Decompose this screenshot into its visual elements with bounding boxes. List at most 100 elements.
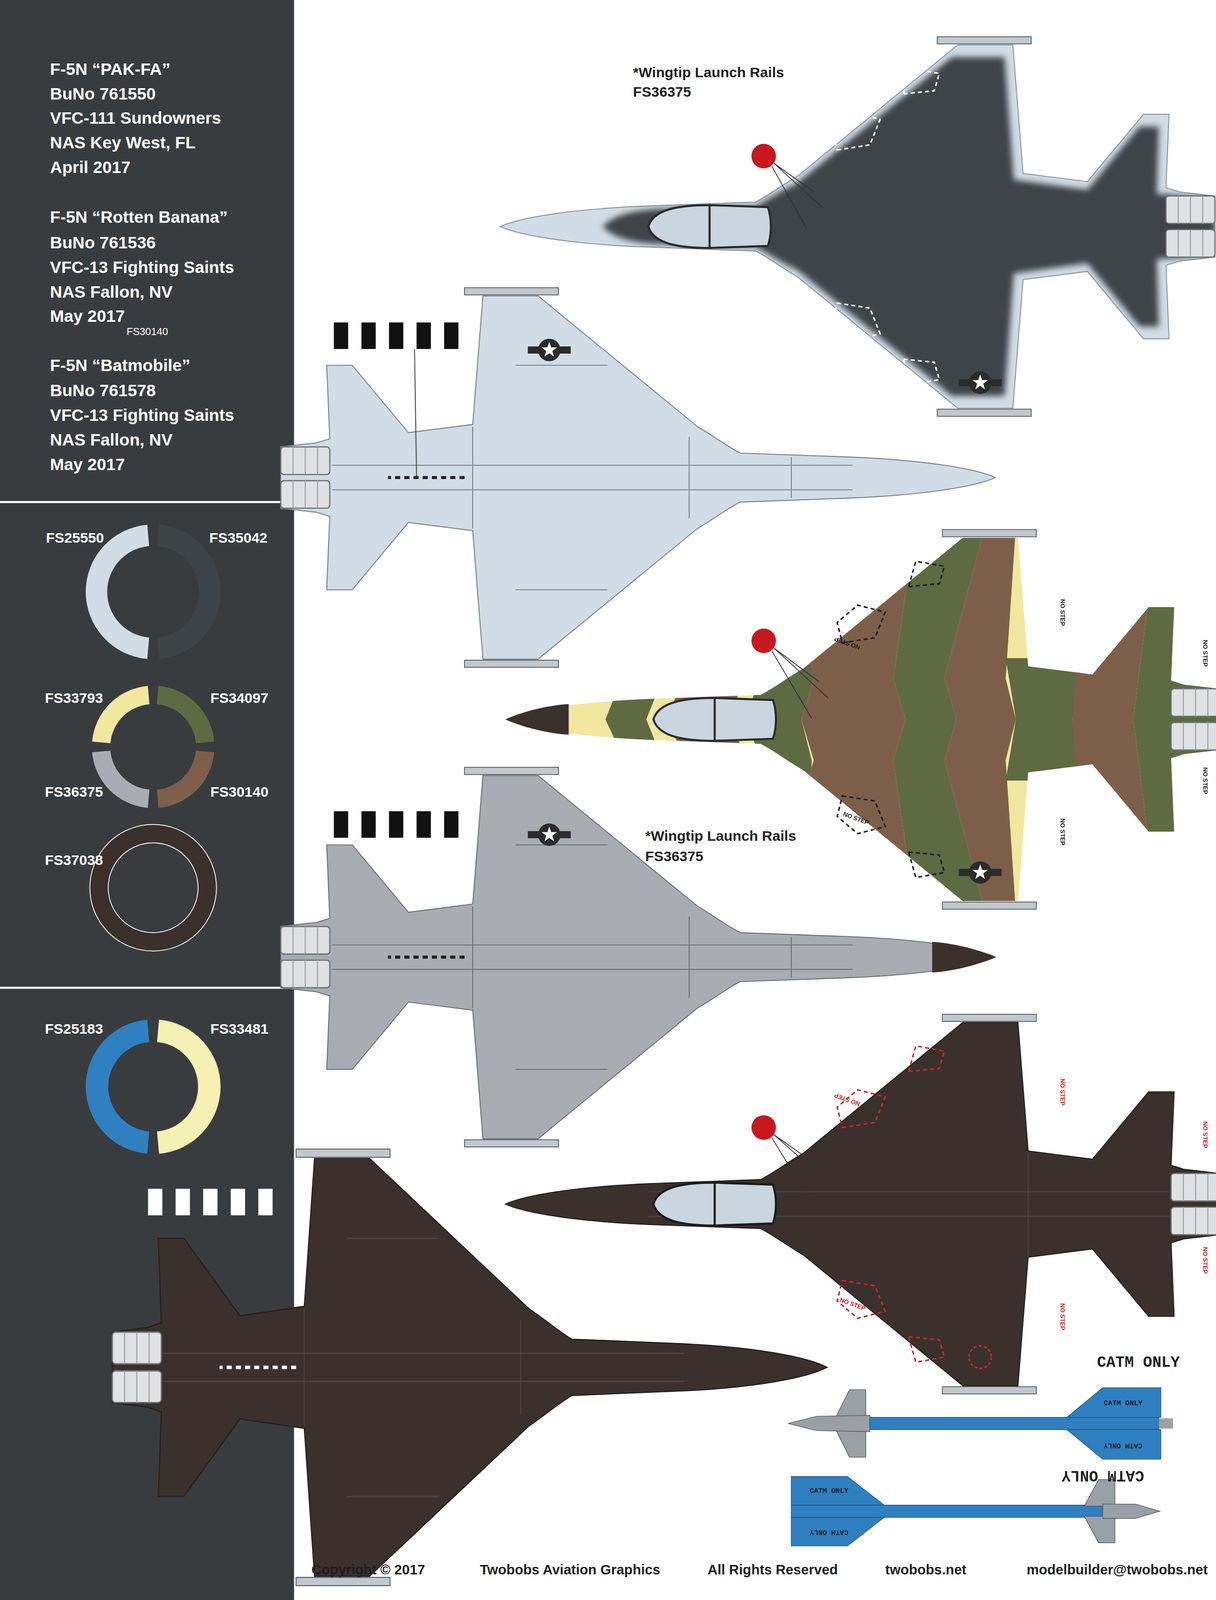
nozzles	[1170, 688, 1216, 750]
color-code: FS35042	[209, 530, 268, 547]
stencil: NO STEP	[1201, 767, 1209, 795]
stencil: CATM ONLY	[1061, 1466, 1144, 1485]
camo-green	[1005, 658, 1083, 781]
base-name: NAS Fallon, NV	[50, 430, 173, 450]
centerline-stripe	[387, 475, 465, 479]
squadron-name: VFC-13 Fighting Saints	[50, 405, 235, 426]
stripe	[333, 811, 348, 839]
stripe	[333, 322, 348, 349]
stripe	[444, 811, 459, 839]
base-name: NAS Fallon, NV	[50, 282, 173, 302]
stripe	[175, 1188, 190, 1216]
nozzles	[280, 926, 330, 988]
panel-lines	[331, 365, 853, 591]
canopy	[653, 698, 776, 741]
color-callout: FS36375	[632, 83, 692, 101]
color-swatch	[156, 1019, 221, 1154]
stripe-marks	[333, 322, 459, 838]
color-swatch	[85, 1019, 150, 1154]
color-code: FS33481	[210, 1021, 269, 1038]
camo-brown	[801, 535, 915, 904]
missile-body	[791, 1505, 1103, 1518]
squadron-name: VFC-111 Sundowners	[50, 108, 222, 128]
footer: twobobs.net	[885, 1562, 967, 1579]
stencil: NO STEP	[1201, 1122, 1209, 1150]
stencil: CATM ONLY	[809, 1487, 849, 1496]
stripe	[147, 1188, 163, 1216]
nozzles	[1165, 195, 1215, 257]
stripe	[444, 322, 459, 349]
tail-fin	[791, 1517, 885, 1547]
nozzles	[112, 1332, 162, 1404]
note: *Wingtip Launch Rails	[645, 828, 796, 845]
leader-line	[771, 648, 828, 719]
color-callout: FS30140	[126, 326, 168, 339]
note: *Wingtip Launch Rails	[632, 64, 784, 82]
stencil: NO STEP	[1058, 818, 1066, 846]
date: May 2017	[50, 306, 126, 327]
insignia	[958, 861, 1002, 884]
bureau-number: BuNo 761536	[50, 233, 156, 253]
canard-fin	[835, 1428, 867, 1458]
color-code: FS25183	[45, 1021, 104, 1038]
color-code: FS36375	[45, 784, 104, 801]
radome	[932, 941, 996, 973]
stripe	[389, 322, 404, 349]
walkway-outline	[837, 561, 945, 878]
dark-pattern	[602, 57, 1216, 397]
stripe	[203, 1188, 218, 1216]
date: April 2017	[50, 157, 131, 178]
date: May 2017	[50, 455, 126, 475]
missile-lower	[791, 1476, 1160, 1546]
stripe	[361, 322, 376, 349]
panel-lines	[648, 1153, 1170, 1256]
insignia	[527, 338, 571, 362]
insignia-outline	[969, 1346, 992, 1369]
footer: Twobobs Aviation Graphics	[479, 1562, 660, 1579]
footer: Copyright © 2017	[311, 1562, 426, 1579]
canard-fin	[1084, 1516, 1116, 1544]
color-code: FS37038	[45, 852, 104, 869]
color-swatch	[156, 685, 215, 744]
airframe	[505, 1022, 1216, 1386]
tail-fin	[1067, 1388, 1162, 1418]
stripe	[416, 322, 431, 349]
footer: modelbuilder@twobobs.net	[1026, 1562, 1208, 1579]
leader-line	[771, 163, 823, 229]
nozzles	[1170, 1173, 1216, 1235]
canopy	[648, 205, 771, 248]
footer: All Rights Reserved	[707, 1562, 839, 1579]
tail-fin	[791, 1476, 885, 1506]
base-name: NAS Key West, FL	[50, 133, 196, 153]
stripe	[230, 1188, 246, 1216]
nozzles	[280, 447, 330, 509]
seeker-section	[1102, 1504, 1161, 1519]
stripe	[389, 811, 404, 839]
airframe	[112, 1158, 828, 1577]
missile-upper	[788, 1388, 1174, 1460]
stencil: CATM ONLY	[1103, 1399, 1143, 1408]
bureau-number: BuNo 761550	[50, 84, 156, 104]
stencil: NO STEP	[1058, 1078, 1066, 1107]
radome	[505, 704, 569, 736]
canard-fin	[835, 1389, 867, 1419]
swatch-outline	[90, 824, 217, 952]
canopy	[653, 1182, 776, 1226]
camouflage	[599, 515, 1216, 924]
centerline-stripe	[219, 1365, 297, 1370]
stripe-marks	[147, 1188, 273, 1216]
tail-cap	[1158, 1418, 1173, 1430]
color-code: FS25550	[45, 530, 105, 547]
walkway-outline	[837, 1046, 945, 1363]
camo-green	[1133, 597, 1216, 843]
stencil: NO STEP	[1201, 1247, 1209, 1275]
color-code: FS34097	[210, 690, 269, 707]
stripe	[416, 811, 431, 839]
walkway-outline	[832, 68, 940, 385]
stencil: CATM ONLY	[1103, 1441, 1143, 1450]
camo-brown	[944, 525, 1016, 914]
swatch-outline	[108, 842, 199, 933]
camouflage	[602, 57, 1216, 397]
batmobile-top-view	[505, 1014, 1216, 1395]
